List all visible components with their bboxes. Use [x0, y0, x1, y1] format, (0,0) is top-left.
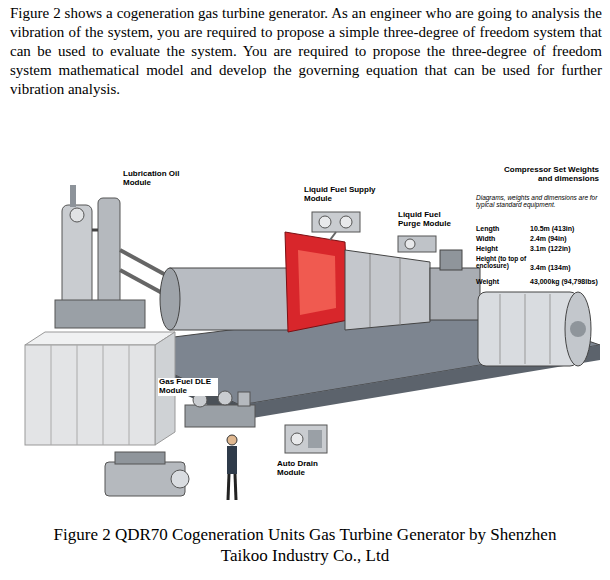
part-label: Lubrication Oil Module [122, 170, 186, 188]
part-label: Liquid Fuel Supply Module [303, 186, 377, 204]
gas-fuel-skid [185, 391, 255, 427]
table-cell: 3.1m (122in) [530, 245, 606, 253]
figure-caption: Figure 2 QDR70 Cogeneration Units Gas Tu… [40, 524, 570, 567]
table-cell: Weight [476, 278, 528, 286]
purge-module [398, 236, 436, 252]
turbine-casing [160, 232, 480, 332]
auto-drain-module [285, 425, 327, 453]
table-cell: Width [476, 235, 528, 243]
lube-module [55, 185, 175, 328]
part-label: Liquid Fuel Purge Module [397, 211, 457, 229]
table-note: Diagrams, weights and dimensions are for… [476, 194, 600, 209]
part-label: Auto Drain Module [276, 460, 322, 478]
part-label: Gas Fuel DLE Module [158, 378, 218, 396]
table-cell: 10.5m (413in) [530, 225, 606, 233]
table-cell: 3.4m (134m) [530, 264, 606, 272]
small-engine [105, 452, 189, 496]
table-cell: Height [476, 245, 528, 253]
intro-paragraph: Figure 2 shows a cogeneration gas turbin… [10, 4, 602, 99]
table-cell: Height (to top of enclosure) [476, 255, 528, 270]
table-cell: Length [476, 225, 528, 233]
table-cell: 2.4m (94in) [530, 235, 606, 243]
table-heading: Compressor Set Weights and dimensions [488, 166, 600, 184]
person-figure [227, 435, 237, 500]
gas-fuel-enclosure [25, 332, 175, 445]
table-cell: 43,000kg (94,798lbs) [530, 278, 606, 286]
fuel-supply-module [312, 212, 360, 240]
generator [478, 292, 591, 366]
